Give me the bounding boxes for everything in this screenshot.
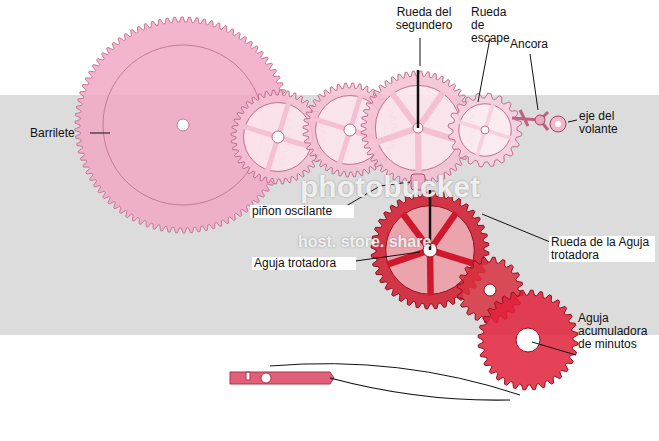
gear-spoke [377, 128, 418, 142]
leader-line [90, 133, 110, 134]
part-label: eje del volante [579, 110, 637, 136]
gear-hub [177, 119, 189, 131]
part-label: piñon oscilante [250, 205, 354, 218]
gear-spoke [392, 93, 418, 128]
gear-hub [272, 131, 284, 143]
gear-wheel [448, 93, 522, 167]
gear-spoke [415, 128, 422, 172]
leader-line [420, 38, 421, 66]
gear-rim [459, 104, 511, 156]
balance-axis-hole [555, 121, 561, 127]
reset-lever [230, 372, 334, 384]
gear-spoke [418, 92, 443, 128]
anchor [512, 110, 548, 130]
part-label: Rueda de la Aguja trotadora [549, 236, 655, 262]
second-hand [417, 70, 420, 128]
watermark: photobucket [300, 170, 480, 204]
part-label: Barrilete [30, 127, 100, 140]
lever-pivot [261, 373, 271, 383]
watermark: host. store. share. [298, 233, 436, 251]
gear-hub [484, 284, 496, 296]
part-label: Aguja acumuladora de minutos [578, 312, 650, 351]
balance-axis [550, 116, 566, 132]
leader-line [482, 214, 550, 242]
gear-hub [516, 328, 540, 352]
gears [75, 17, 578, 390]
lever-wire [270, 364, 520, 395]
gear-hub [481, 126, 489, 134]
part-label: Aguja trotadora [252, 257, 356, 270]
part-label: Rueda del segundero [392, 6, 456, 32]
leader-line [568, 120, 577, 122]
part-label: Ancora [510, 38, 560, 51]
leader-line [478, 38, 490, 102]
lever-spring [330, 378, 510, 400]
gear-wheel [478, 290, 578, 390]
gear-rim [244, 103, 313, 172]
gear-hub [344, 124, 356, 136]
leader-line [532, 342, 576, 355]
anchor-pivot [535, 115, 545, 125]
leader-line [530, 54, 538, 110]
